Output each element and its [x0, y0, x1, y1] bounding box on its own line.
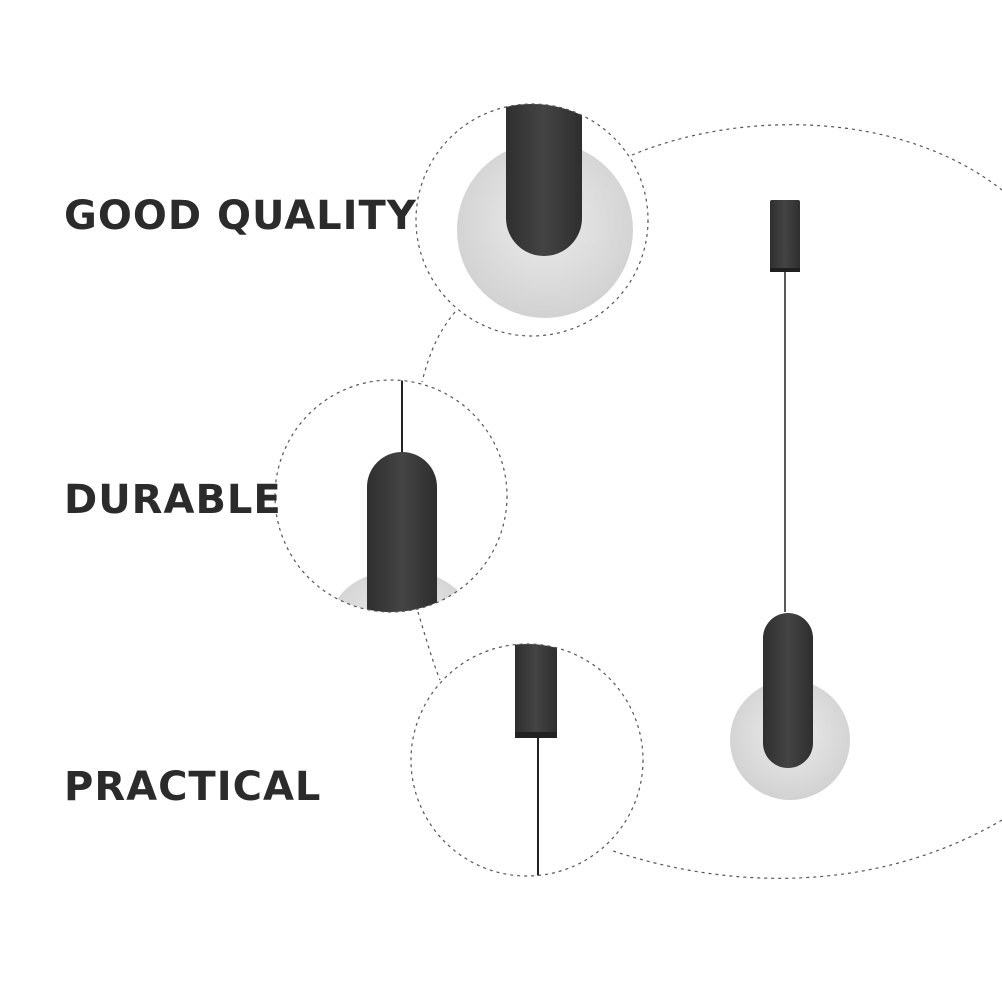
lamp-body	[506, 104, 582, 256]
zoom-circle-top	[415, 103, 649, 337]
zoom-circle-bottom	[410, 643, 644, 877]
ceiling-canopy	[515, 644, 557, 736]
dashed-connector	[421, 311, 456, 383]
large-dashed-outline	[609, 124, 1002, 879]
zoom-circle-middle	[274, 379, 508, 613]
feature-label-durable: DURABLE	[64, 477, 282, 523]
feature-label-good-quality: GOOD QUALITY	[64, 193, 417, 239]
lamp-body	[763, 613, 813, 768]
dashed-connector	[417, 611, 441, 681]
feature-label-practical: PRACTICAL	[64, 764, 322, 810]
pendant-lamp	[730, 200, 850, 800]
lamp-body	[367, 452, 437, 612]
ceiling-canopy	[770, 200, 800, 272]
